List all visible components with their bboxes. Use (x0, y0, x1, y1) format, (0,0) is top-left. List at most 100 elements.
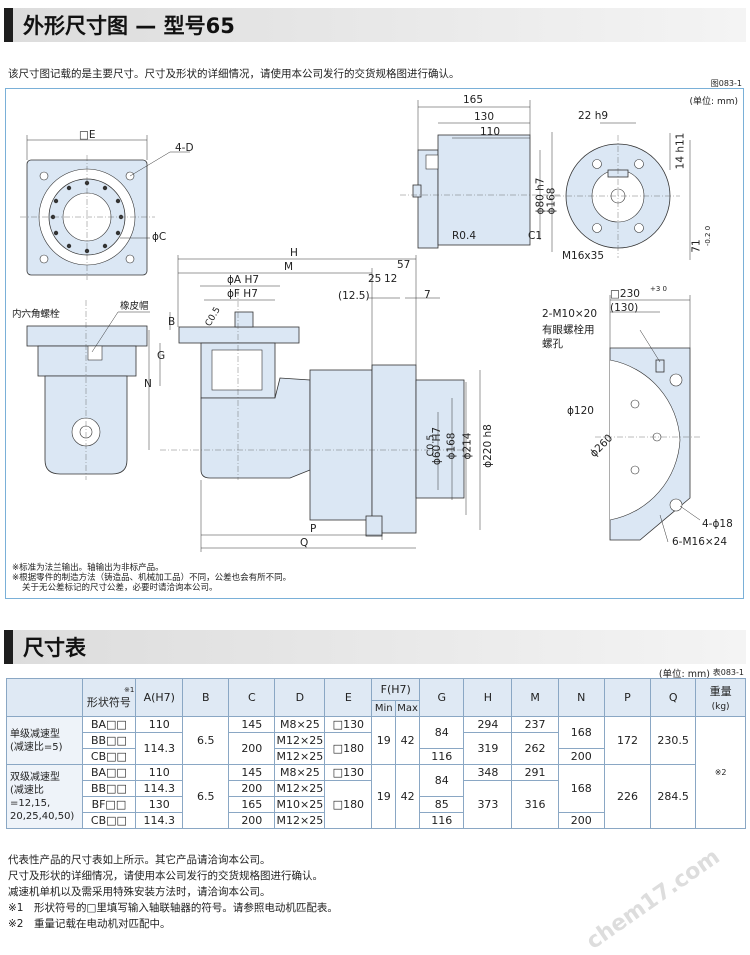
label-165: 165 (463, 94, 484, 106)
note-line: ※2 重量记载在电动机对匹配中。 (8, 918, 171, 930)
label-phi-c: ϕC (152, 231, 167, 243)
label-g: G (157, 350, 166, 362)
cell-h: 319 (463, 732, 513, 765)
cell-c: 200 (228, 780, 276, 797)
label-71-tol: -0.2 0 (704, 225, 713, 247)
cell-code: BB□□ (81, 732, 137, 749)
outline-drawing: .o{fill:#dbe7f4;stroke:#333;stroke-width… (20, 100, 701, 552)
section-header-outline: 外形尺寸图 — 型号65 (4, 8, 746, 42)
unit-top: (单位: mm) (689, 97, 738, 107)
table-row: BF□□ 130 165 M10×25 85 (7, 796, 746, 813)
header-f: F(H7) (371, 678, 421, 701)
header-q: Q (650, 678, 697, 717)
cell-m: 237 (511, 716, 559, 733)
note-line: 尺寸及形状的详细情况，请使用本公司发行的交货规格图进行确认。 (8, 870, 323, 882)
label-4d: 4-D (175, 142, 194, 154)
table-row: BB□□ 114.3 200 M12×25 □180 373 316 (7, 780, 746, 829)
cell-a: 114.3 (135, 812, 184, 829)
label-57: 57 (397, 259, 411, 271)
cell-g: 116 (419, 812, 465, 829)
drawing-footnote-3: 关于无公差标记的尺寸公差，必要时请洽询本公司。 (22, 583, 218, 593)
drawing-footnote-1: ※标准为法兰输出。轴输出为非标产品。 (12, 563, 164, 573)
table-row: 双级减速型(减速比=12,15,20,25,40,50) BA□□ 110 6.… (6, 764, 746, 829)
header-empty (6, 678, 83, 717)
table-code: 表083-1 (712, 668, 744, 677)
header-weight: 重量(kg) (695, 678, 746, 717)
table-unit: (单位: mm) (658, 669, 710, 680)
label-4-phi18: 4-ϕ18 (702, 518, 733, 530)
header-g: G (419, 678, 465, 717)
cell-fmin: 19 (371, 716, 397, 765)
label-phi214: ϕ214 (461, 432, 474, 460)
cell-c: 145 (228, 716, 276, 733)
cell-g: 85 (419, 796, 465, 813)
label-phi-f: ϕF H7 (227, 288, 258, 300)
label-6m16: 6-M16×24 (672, 536, 728, 548)
cell-code: CB□□ (81, 812, 137, 829)
cell-b: 6.5 (182, 716, 230, 765)
header-fmin: Min (371, 700, 397, 717)
table-row: 单级减速型(减速比=5) BA□□ 110 6.5 145 M8×25 □130… (6, 716, 746, 829)
label-eyebolt-2: 螺孔 (542, 338, 563, 350)
label-phi-a: ϕA H7 (227, 274, 260, 286)
cell-n: 168 (557, 716, 605, 749)
header-n: N (557, 678, 605, 717)
header-a: A(H7) (135, 678, 184, 717)
figure-code: 图083-1 (710, 79, 742, 88)
cell-n: 168 (557, 764, 605, 813)
label-130p: (130) (610, 302, 639, 314)
table-row: CB□□ 114.3 200 M12×25 116 200 (7, 812, 746, 829)
cell-q: 230.5 (650, 716, 697, 765)
label-phi220: ϕ220 h8 (481, 424, 494, 468)
label-h: H (290, 247, 298, 259)
label-110: 110 (480, 126, 501, 138)
cell-b: 6.5 (182, 764, 230, 829)
cell-h: 294 (463, 716, 513, 733)
label-phi168-side: ϕ168 (445, 432, 458, 460)
cell-d: M12×25 (274, 732, 326, 749)
label-c1: C1 (528, 230, 543, 242)
header-p: P (603, 678, 652, 717)
cell-e: □130 (324, 764, 373, 781)
cell-d: M12×25 (274, 748, 326, 765)
cell-m: 262 (511, 732, 559, 765)
label-rubber-cap: 橡皮帽 (120, 301, 149, 312)
cell-code: BB□□ (81, 780, 137, 797)
cell-weight: ※2 (695, 716, 746, 829)
header-m: M (511, 678, 559, 717)
label-71: 71 (690, 239, 703, 253)
cell-h: 373 (463, 780, 513, 829)
header-e: E (324, 678, 373, 717)
cell-a: 110 (135, 716, 184, 733)
label-12-5: (12.5) (338, 290, 370, 302)
notes-block: 代表性产品的尺寸表如上所示。其它产品请洽询本公司。 尺寸及形状的详细情况，请使用… (8, 852, 338, 932)
label-n: N (144, 378, 152, 390)
cell-q: 284.5 (650, 764, 697, 829)
label-phi60: ϕ60 H7 (431, 426, 444, 466)
label-14h11: 14 h11 (674, 132, 687, 170)
watermark: chem17.com (582, 844, 726, 955)
section-title-table: 尺寸表 (23, 636, 86, 660)
cell-c: 145 (228, 764, 276, 781)
header-d: D (274, 678, 326, 717)
cell-g: 84 (419, 716, 465, 749)
cell-e: □130 (324, 716, 373, 733)
cell-n: 200 (557, 812, 605, 829)
cell-a: 114.3 (135, 780, 184, 797)
cell-d: M8×25 (274, 764, 326, 781)
group-label-double: 双级减速型(减速比=12,15,20,25,40,50) (6, 764, 83, 829)
label-phi168-top: ϕ168 (545, 187, 558, 215)
cell-c: 200 (228, 732, 276, 765)
cell-e: □180 (324, 780, 373, 829)
cell-g: 116 (419, 748, 465, 765)
cell-a: 114.3 (135, 732, 184, 765)
cell-g: 84 (419, 764, 465, 797)
cell-fmax: 42 (395, 716, 421, 765)
cell-e: □180 (324, 732, 373, 765)
label-m16x35: M16x35 (562, 250, 604, 262)
label-m: M (284, 261, 294, 273)
label-phi120: ϕ120 (567, 405, 594, 417)
cell-p: 172 (603, 716, 652, 765)
